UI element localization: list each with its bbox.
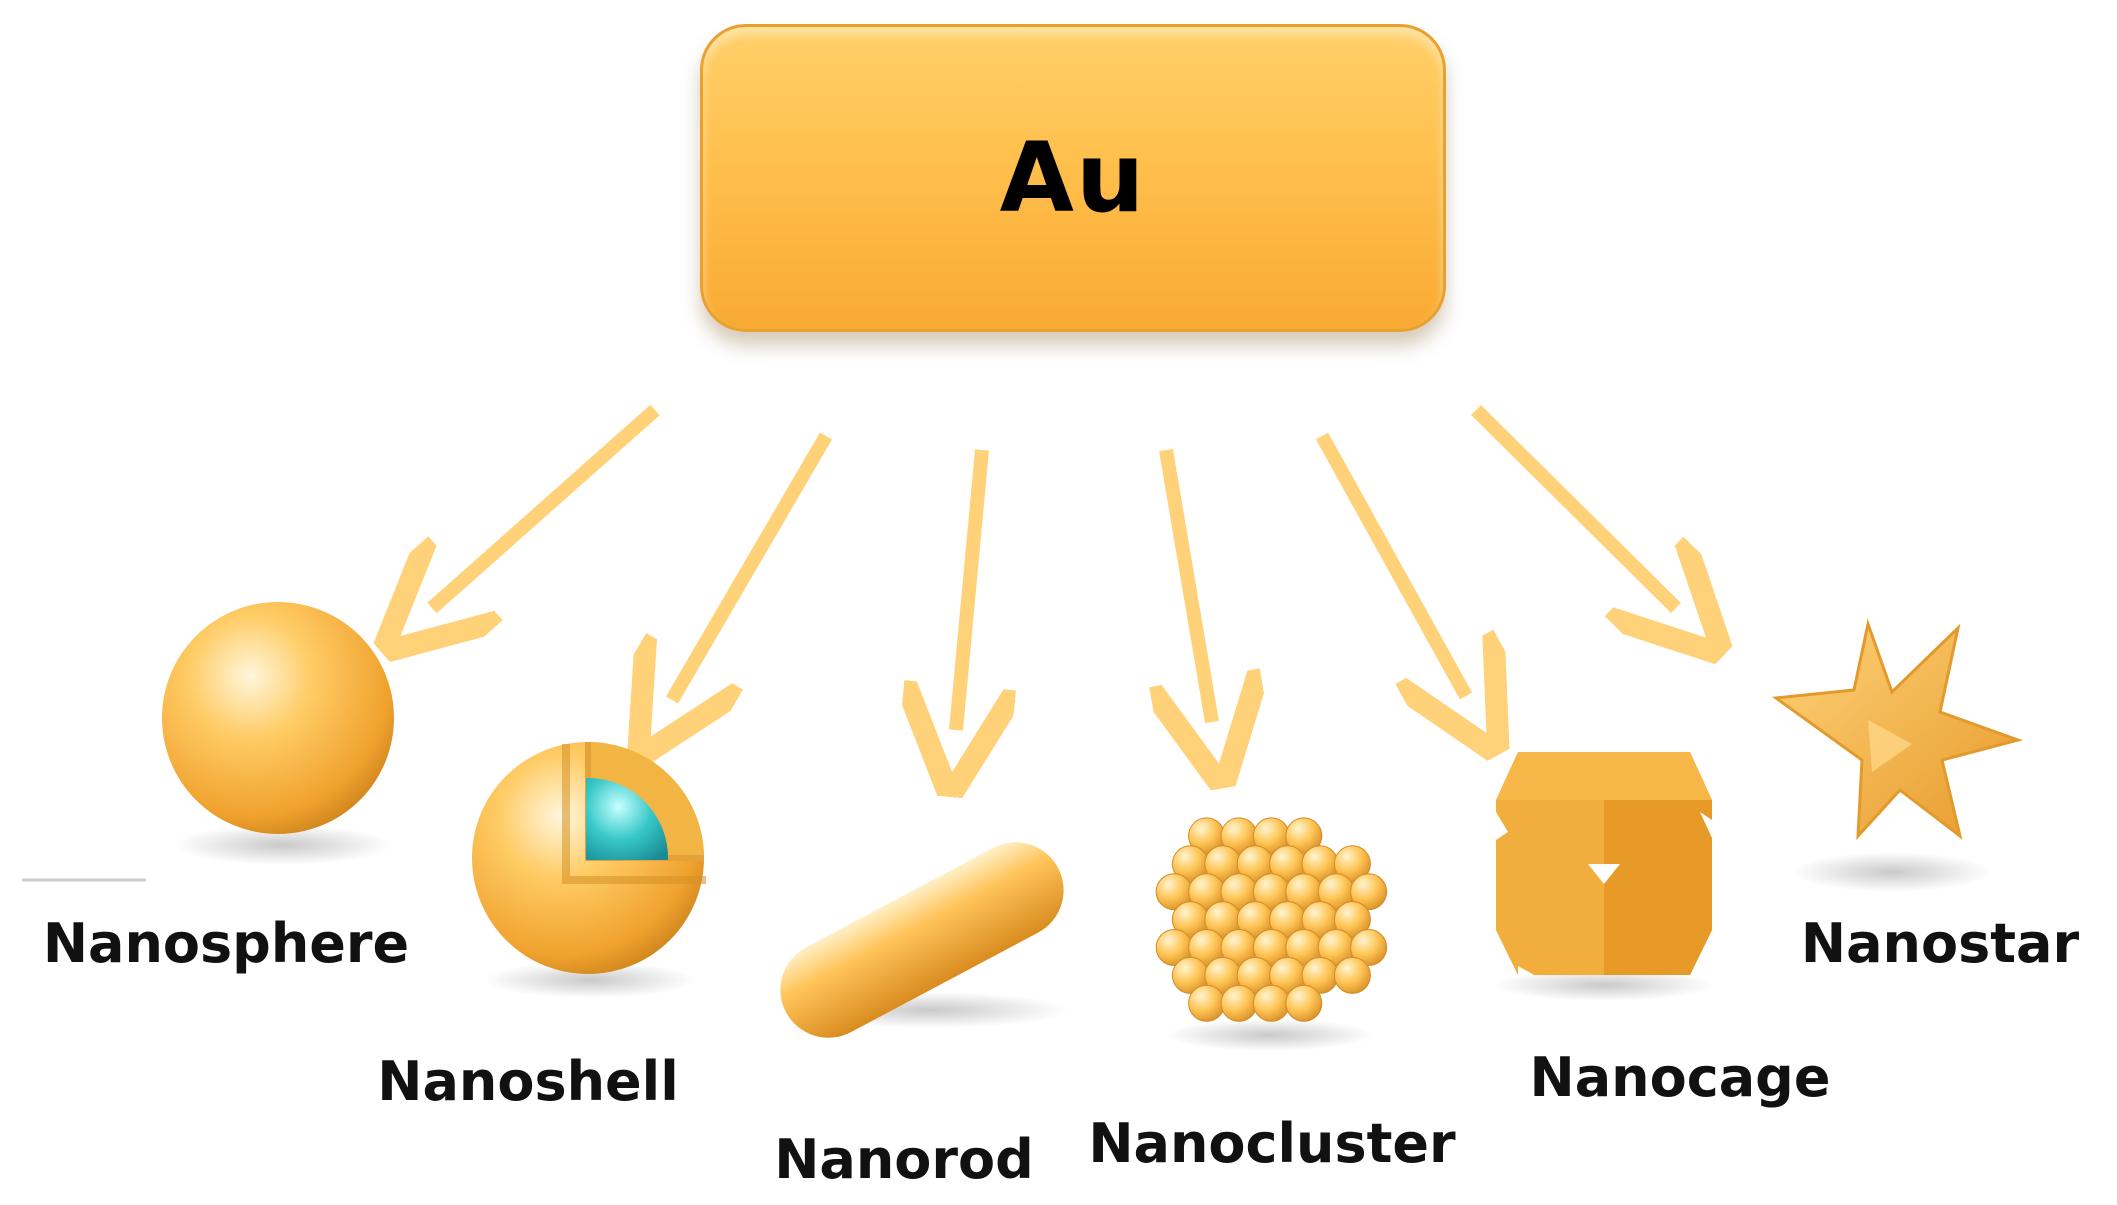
nanocluster-bead xyxy=(1188,984,1226,1022)
nanocluster-bead xyxy=(1350,929,1388,966)
arrow-to-nanosphere xyxy=(432,404,660,608)
arrows xyxy=(432,404,1676,730)
nanoshell-label: Nanoshell xyxy=(377,1050,679,1113)
arrow-to-nanocage xyxy=(1315,432,1466,696)
nanostar-label: Nanostar xyxy=(1800,912,2080,975)
nanocluster-bead xyxy=(1220,984,1258,1022)
nanocluster-shape xyxy=(1155,817,1388,1051)
root-au-label: Au xyxy=(999,122,1147,234)
nanocluster-bead xyxy=(1285,817,1323,855)
nanosphere-shape xyxy=(162,602,394,865)
arrow-to-nanoshell xyxy=(672,432,833,700)
root-au-box xyxy=(700,24,1446,332)
nanocage-shape xyxy=(1494,752,1714,1001)
nanocluster-bead xyxy=(1333,901,1371,939)
arrow-to-nanocluster xyxy=(1166,448,1212,722)
nanorod-shape xyxy=(780,842,1070,1038)
nanocluster-bead xyxy=(1285,984,1323,1022)
nanostar-shape xyxy=(1771,618,2024,892)
nanoshell-shape xyxy=(472,742,706,998)
nanoshell-core xyxy=(586,777,669,860)
nanorod-label: Nanorod xyxy=(774,1128,1034,1191)
nanocluster-bead xyxy=(1333,845,1371,883)
arrow-to-nanorod xyxy=(956,449,982,730)
nanocluster-bead xyxy=(1350,873,1388,911)
arrow-to-nanostar xyxy=(1471,405,1676,608)
nanocluster-bead xyxy=(1333,956,1371,994)
nanocluster-label: Nanocluster xyxy=(1088,1112,1456,1175)
nanosphere-label: Nanosphere xyxy=(42,912,410,975)
nanocage-label: Nanocage xyxy=(1529,1046,1831,1109)
nanocluster-bead xyxy=(1252,984,1290,1022)
